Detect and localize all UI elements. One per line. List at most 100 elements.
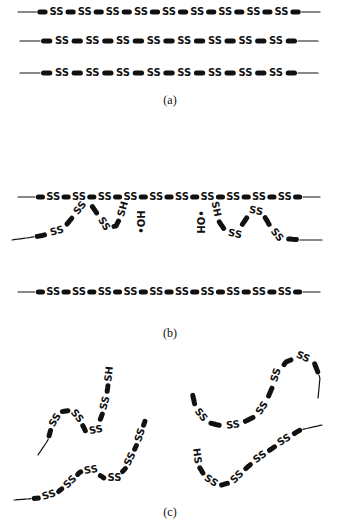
- residue-segment: [74, 71, 80, 76]
- residue-segment: [246, 465, 251, 469]
- bond-label: SS: [116, 68, 130, 78]
- bond-label: SS: [147, 68, 161, 78]
- chain-line: [20, 72, 40, 73]
- residue-segment: [49, 431, 50, 436]
- bond-label: SS: [275, 7, 289, 17]
- residue-segment: [242, 218, 246, 224]
- residue-segment: [211, 423, 219, 425]
- bond-label: SS: [177, 68, 191, 78]
- bond-label: SS: [269, 226, 286, 243]
- bond-label: SS: [252, 192, 266, 202]
- residue-segment: [258, 39, 264, 44]
- bond-label: SS: [177, 36, 191, 46]
- chain-line: [12, 237, 34, 240]
- residue-segment: [265, 10, 270, 15]
- bond-label: SS: [49, 225, 65, 238]
- residue-segment: [135, 71, 141, 76]
- residue-segment: [90, 290, 94, 295]
- bond-label: SH: [116, 200, 130, 218]
- residue-segment: [78, 472, 81, 475]
- residue-segment: [269, 388, 272, 396]
- residue-segment: [270, 290, 274, 295]
- bond-label: SS: [208, 36, 222, 46]
- bond-label: SS: [149, 287, 163, 297]
- residue-segment: [245, 418, 253, 422]
- bond-label: SS: [225, 419, 240, 430]
- residue-segment: [200, 468, 203, 473]
- residue-segment: [83, 426, 86, 431]
- bond-label: SS: [251, 449, 268, 465]
- bond-label: •OH: [195, 210, 205, 233]
- chain-line: [298, 72, 318, 73]
- panel-label: (a): [163, 94, 176, 106]
- residue-segment: [258, 71, 264, 76]
- bond-label: SS: [55, 36, 69, 46]
- bond-label: SS: [239, 68, 253, 78]
- bond-label: SS: [192, 407, 209, 424]
- bond-label: SS: [96, 215, 112, 232]
- residue-segment: [40, 10, 45, 15]
- chain-line: [38, 439, 48, 455]
- bond-label: SS: [295, 350, 312, 365]
- bond-label: SS: [46, 287, 60, 297]
- residue-segment: [296, 195, 300, 200]
- residue-segment: [284, 360, 291, 365]
- residue-segment: [44, 39, 50, 44]
- residue-segment: [289, 236, 297, 242]
- bond-label: SS: [276, 432, 293, 448]
- residue-segment: [64, 195, 68, 200]
- bond-label: HS: [191, 448, 203, 465]
- bond-label: SS: [68, 407, 85, 424]
- bond-label: SS: [98, 192, 112, 202]
- bond-label: SS: [149, 192, 163, 202]
- residue-segment: [37, 235, 44, 237]
- chain-line: [18, 11, 36, 12]
- bond-label: SS: [227, 227, 243, 240]
- residue-segment: [315, 364, 318, 372]
- residue-segment: [100, 414, 102, 419]
- residue-segment: [294, 430, 299, 433]
- residue-segment: [166, 71, 172, 76]
- bond-label: SS: [72, 287, 86, 297]
- residue-segment: [209, 10, 214, 15]
- bond-label: SS: [40, 488, 56, 502]
- bond-label: SS: [226, 287, 240, 297]
- residue-segment: [67, 218, 72, 224]
- residue-segment: [116, 290, 120, 295]
- bond-label: SS: [108, 473, 122, 483]
- residue-segment: [124, 10, 129, 15]
- residue-segment: [59, 489, 62, 492]
- residue-segment: [116, 195, 120, 200]
- residue-segment: [38, 290, 42, 295]
- bond-label: SS: [175, 287, 189, 297]
- residue-segment: [193, 195, 197, 200]
- bond-label: SS: [190, 7, 204, 17]
- bond-label: SS: [134, 7, 148, 17]
- panel-label: (c): [163, 506, 176, 518]
- bond-label: SS: [55, 68, 69, 78]
- residue-segment: [152, 10, 157, 15]
- bond-label: SS: [47, 411, 63, 428]
- bond-label: SS: [252, 287, 266, 297]
- residue-segment: [193, 395, 195, 403]
- bond-label: SH: [209, 201, 222, 218]
- residue-segment: [96, 10, 101, 15]
- bond-label: •OH: [137, 210, 147, 233]
- residue-segment: [244, 290, 248, 295]
- bond-label: SS: [147, 36, 161, 46]
- bond-label: SS: [72, 199, 89, 216]
- residue-segment: [68, 10, 73, 15]
- residue-segment: [222, 483, 228, 485]
- bond-label: SS: [86, 68, 100, 78]
- residue-segment: [270, 195, 274, 200]
- bond-label: SS: [203, 473, 220, 489]
- bond-label: SS: [123, 287, 137, 297]
- residue-segment: [270, 447, 275, 451]
- bond-label: SS: [50, 7, 64, 17]
- chain-line: [300, 239, 322, 240]
- bond-label: SS: [116, 36, 130, 46]
- chain-line: [303, 291, 320, 292]
- residue-segment: [218, 195, 222, 200]
- residue-segment: [123, 469, 126, 472]
